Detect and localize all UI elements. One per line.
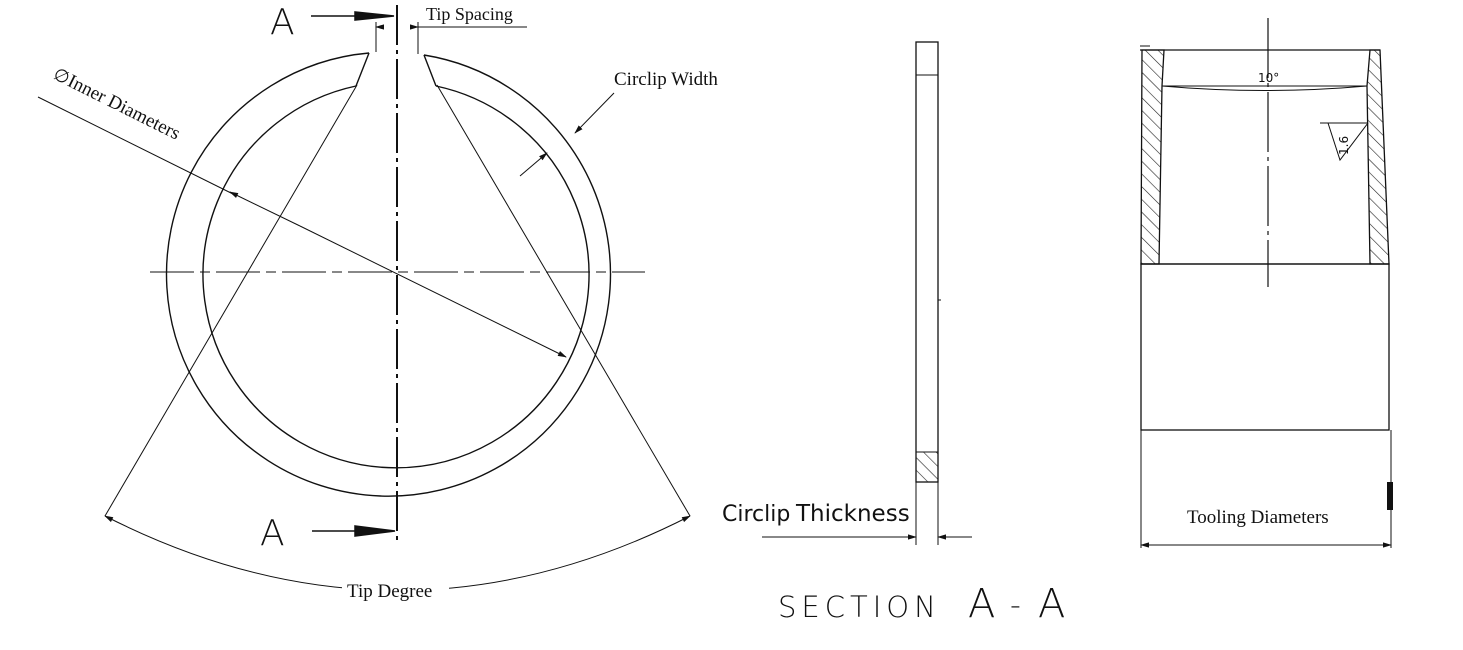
tooling-right-wall — [1366, 49, 1390, 265]
circlip-width-label: Circlip Width — [614, 69, 718, 90]
tip-spacing-label: Tip Spacing — [426, 4, 513, 24]
tooling-left-wall — [1140, 49, 1165, 265]
outer-ring-arc — [165, 52, 612, 497]
circlip-front-view: A A Tip Spacing ∅ Inner Diameters Circli… — [37, 2, 718, 602]
section-a-a-view: Circlip Thickness SECTION A - A — [722, 41, 1065, 627]
inner-diameter-leader — [37, 96, 236, 196]
circlip-thickness-prefix: Circlip — [722, 502, 790, 527]
tip-degree-label: Tip Degree — [347, 581, 432, 602]
circlip-width-leader — [574, 92, 615, 134]
inner-diameter-label-group: ∅ Inner Diameters — [50, 64, 184, 145]
tooling-diameters-label: Tooling Diameters — [1187, 507, 1329, 528]
section-arrow-bottom — [312, 525, 396, 537]
section-title-word: SECTION — [778, 590, 941, 624]
circlip-thickness-word: Thickness — [795, 501, 910, 527]
taper-angle-label: 10° — [1258, 71, 1279, 85]
surface-finish-symbol: 1.6 — [1320, 122, 1369, 162]
tooling-body — [1140, 263, 1390, 431]
section-profile — [915, 41, 939, 483]
section-title-dash: - — [1010, 588, 1021, 623]
inner-diameters-label: Inner Diameters — [64, 71, 183, 145]
section-arrow-top — [311, 11, 395, 21]
tip-degree-line-right — [436, 84, 691, 517]
surface-finish-value: 1.6 — [1337, 136, 1351, 155]
section-hatched-area — [915, 451, 939, 483]
tooling-marker — [1387, 482, 1393, 510]
section-marker-bottom: A — [260, 513, 285, 554]
tip-degree-line-left — [104, 84, 358, 517]
section-title-a1: A — [968, 581, 995, 627]
section-title-a2: A — [1038, 581, 1065, 627]
tooling-view: 10° 1.6 Tooling Diameters — [1140, 18, 1393, 548]
section-marker-top: A — [270, 2, 295, 43]
